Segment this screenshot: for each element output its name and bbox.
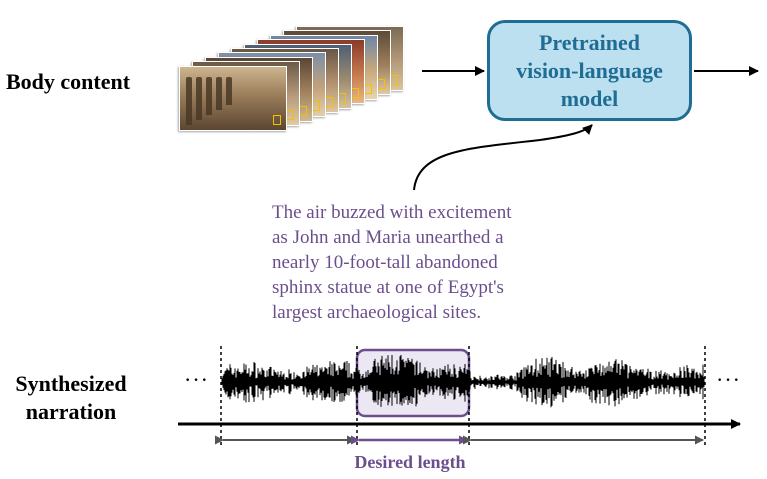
ellipsis-left: ··· [184, 367, 209, 392]
ellipsis-right: ··· [716, 367, 741, 392]
synthesized-narration-label: Synthesized narration [6, 370, 136, 426]
video-frame-thumbnail [179, 65, 287, 131]
statue-column-shape [186, 76, 192, 125]
statue-column-shape [216, 76, 222, 110]
audio-waveform [221, 354, 705, 408]
statue-column-shape [196, 76, 202, 120]
frame-logo-icon [286, 110, 294, 121]
caption-line: nearly 10-foot-tall abandoned [272, 252, 498, 273]
frame-logo-icon [351, 88, 359, 99]
statue-column-shape [206, 76, 212, 115]
vision-language-model-box: Pretrained vision-language model [487, 20, 692, 121]
caption-line: as John and Maria unearthed a [272, 227, 504, 248]
caption-to-model-arrow [413, 124, 593, 191]
statue-column-shape [226, 76, 232, 105]
frame-logo-icon [364, 83, 372, 94]
body-content-label: Body content [6, 69, 131, 94]
model-line1: Pretrained [538, 29, 640, 55]
narration-label-line1: Synthesized [15, 371, 127, 396]
frame-logo-icon [390, 75, 398, 85]
frame-logo-icon [377, 79, 385, 90]
desired-length-label: Desired length [354, 452, 466, 472]
caption-line: sphinx statue at one of Egypt's [272, 277, 504, 298]
generated-caption: The air buzzed with excitement as John a… [272, 200, 572, 325]
frame-logo-icon [299, 105, 307, 116]
model-line2: vision-language [516, 57, 663, 83]
frame-logo-icon [325, 97, 333, 107]
caption-line: The air buzzed with excitement [272, 202, 512, 223]
narration-label-line2: narration [25, 399, 117, 424]
frame-logo-icon [312, 101, 320, 112]
frame-logo-icon [273, 114, 281, 125]
frame-logo-icon [338, 92, 346, 103]
model-line3: model [560, 85, 619, 111]
caption-line: largest archaeological sites. [272, 302, 482, 323]
